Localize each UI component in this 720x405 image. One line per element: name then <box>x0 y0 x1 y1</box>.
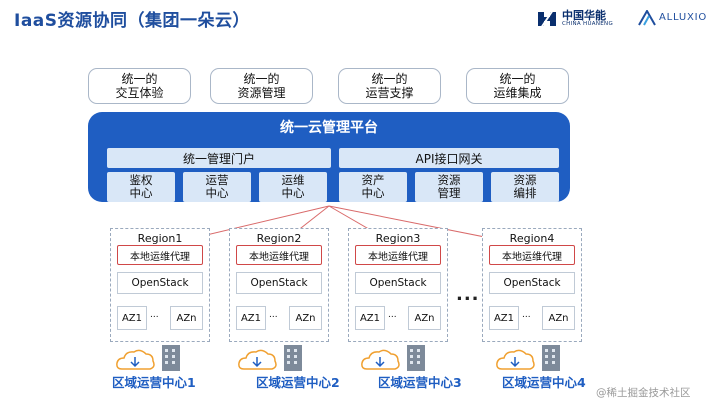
regional-center-4: 区域运营中心4 <box>502 375 586 390</box>
huaneng-logo-icon <box>538 9 556 29</box>
region-name-1: Region1 <box>137 232 183 245</box>
region-name-2: Region2 <box>256 232 302 245</box>
az-dots-4: ... <box>522 310 531 320</box>
auth-center: 鉴权 中心 <box>107 172 175 202</box>
huaneng-logo-en: CHINA HUANENG <box>562 21 614 27</box>
local-ops-agent-4: 本地运维代理 <box>489 245 575 265</box>
alluxio-logo-icon <box>638 10 656 26</box>
resource-management: 资源 管理 <box>415 172 483 202</box>
cloud-building-icon-2 <box>238 345 302 371</box>
openstack-1: OpenStack <box>117 272 203 294</box>
region-ellipsis: ... <box>456 284 480 305</box>
logo-area: 中国华能 CHINA HUANENG ALLUXIO <box>536 6 714 34</box>
openstack-4: OpenStack <box>489 272 575 294</box>
az-dots-3: ... <box>388 310 397 320</box>
openstack-3: OpenStack <box>355 272 441 294</box>
region-name-3: Region3 <box>375 232 421 245</box>
capability-resource: 统一的 资源管理 <box>210 68 313 104</box>
az-last-2: AZn <box>289 306 322 330</box>
huaneng-logo-cn: 中国华能 <box>562 9 606 22</box>
page-title: IaaS资源协同（集团一朵云） <box>14 11 251 31</box>
openstack-2: OpenStack <box>236 272 322 294</box>
operation-center: 运营 中心 <box>183 172 251 202</box>
az-last-1: AZn <box>170 306 203 330</box>
alluxio-logo-text: ALLUXIO <box>659 12 708 23</box>
az-dots-1: ... <box>150 310 159 320</box>
regional-center-1: 区域运营中心1 <box>112 375 196 390</box>
watermark: @稀土掘金技术社区 <box>596 387 691 399</box>
az-last-3: AZn <box>408 306 441 330</box>
cloud-building-icon-4 <box>496 345 560 371</box>
capability-maintenance: 统一的 运维集成 <box>466 68 569 104</box>
az-first-2: AZ1 <box>236 306 266 330</box>
az-first-3: AZ1 <box>355 306 385 330</box>
capability-interaction: 统一的 交互体验 <box>88 68 191 104</box>
management-portal: 统一管理门户 <box>107 148 331 168</box>
resource-orchestration: 资源 编排 <box>491 172 559 202</box>
az-first-1: AZ1 <box>117 306 147 330</box>
local-ops-agent-3: 本地运维代理 <box>355 245 441 265</box>
local-ops-agent-1: 本地运维代理 <box>117 245 203 265</box>
region-name-4: Region4 <box>509 232 555 245</box>
az-first-4: AZ1 <box>489 306 519 330</box>
local-ops-agent-2: 本地运维代理 <box>236 245 322 265</box>
cloud-building-icon-1 <box>116 345 180 371</box>
asset-center: 资产 中心 <box>339 172 407 202</box>
cloud-building-icon-3 <box>361 345 425 371</box>
platform-title: 统一云管理平台 <box>280 120 378 136</box>
api-gateway: API接口网关 <box>339 148 559 168</box>
az-dots-2: ... <box>269 310 278 320</box>
az-last-4: AZn <box>542 306 575 330</box>
maintenance-center: 运维 中心 <box>259 172 327 202</box>
regional-center-2: 区域运营中心2 <box>256 375 340 390</box>
capability-operation: 统一的 运营支撑 <box>338 68 441 104</box>
regional-center-3: 区域运营中心3 <box>378 375 462 390</box>
